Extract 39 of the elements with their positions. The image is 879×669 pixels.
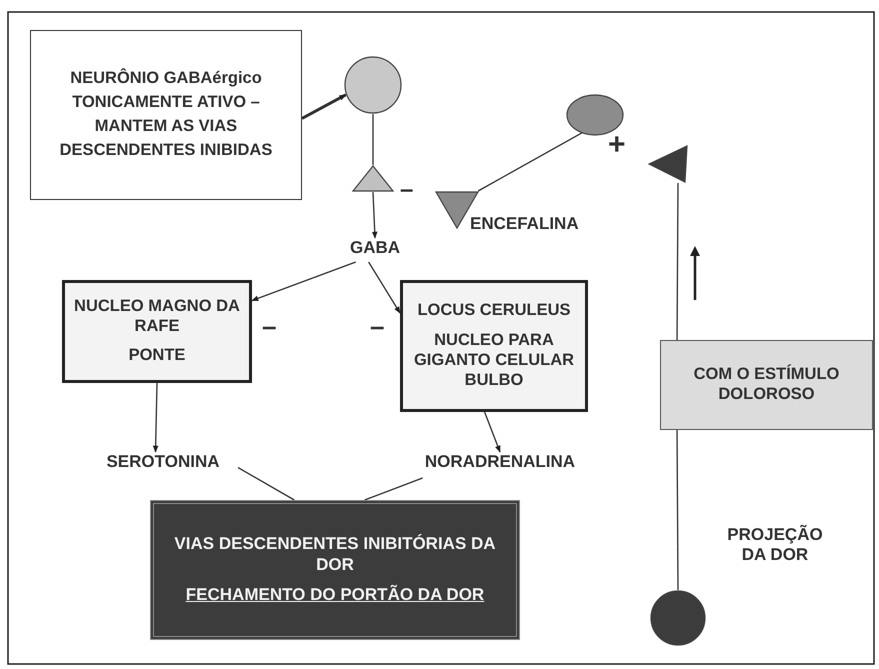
axon-terminal-triangle — [648, 145, 688, 183]
process-box — [150, 500, 520, 640]
connector-line — [364, 477, 423, 501]
box-text: COM O ESTÍMULO DOLOROSO — [692, 365, 840, 405]
connector-line — [238, 467, 295, 501]
arrow — [301, 94, 346, 120]
arrow — [484, 412, 501, 453]
arrow — [368, 262, 401, 314]
process-box — [660, 340, 873, 430]
node-label: NORADRENALINA — [412, 452, 588, 472]
box-text: VIAS DESCENDENTES INIBITÓRIAS DA DOR — [173, 534, 497, 576]
axon-terminal-triangle — [352, 165, 394, 192]
process-box — [30, 30, 302, 200]
connector-line — [676, 183, 679, 340]
box-text: PONTE — [128, 346, 186, 366]
node-label: GABA — [343, 238, 407, 258]
box-text: NUCLEO MAGNO DA RAFE — [73, 296, 241, 336]
box-text: LOCUS CERULEUS — [417, 301, 571, 322]
arrow — [152, 382, 158, 453]
cell-body-ellipse — [566, 94, 624, 136]
note-label: PROJEÇÃO DA DOR — [726, 525, 824, 564]
connector-line — [372, 114, 374, 165]
cell-body-circle — [650, 590, 706, 646]
box-text: NEURÔNIO GABAérgico TONICAMENTE ATIVO – MANTEM AS VIAS DESCENDENTES INIBIDAS — [58, 67, 274, 161]
node-label: SEROTONINA — [88, 452, 238, 472]
process-box — [62, 280, 252, 383]
box-text: NUCLEO PARA GIGANTO CELULAR BULBO — [412, 331, 576, 391]
connector-line — [478, 132, 583, 192]
cell-body-circle — [344, 56, 402, 114]
minus-sign: – — [400, 176, 414, 204]
process-box — [400, 280, 588, 412]
connector-line — [676, 430, 679, 590]
arrow — [372, 192, 378, 239]
minus-sign: – — [370, 312, 384, 342]
arrow — [251, 261, 356, 302]
minus-sign: – — [262, 312, 276, 342]
plus-sign: + — [608, 128, 626, 162]
box-text: FECHAMENTO DO PORTÃO DA DOR — [186, 585, 484, 606]
node-caption: ENCEFALINA — [470, 214, 579, 234]
